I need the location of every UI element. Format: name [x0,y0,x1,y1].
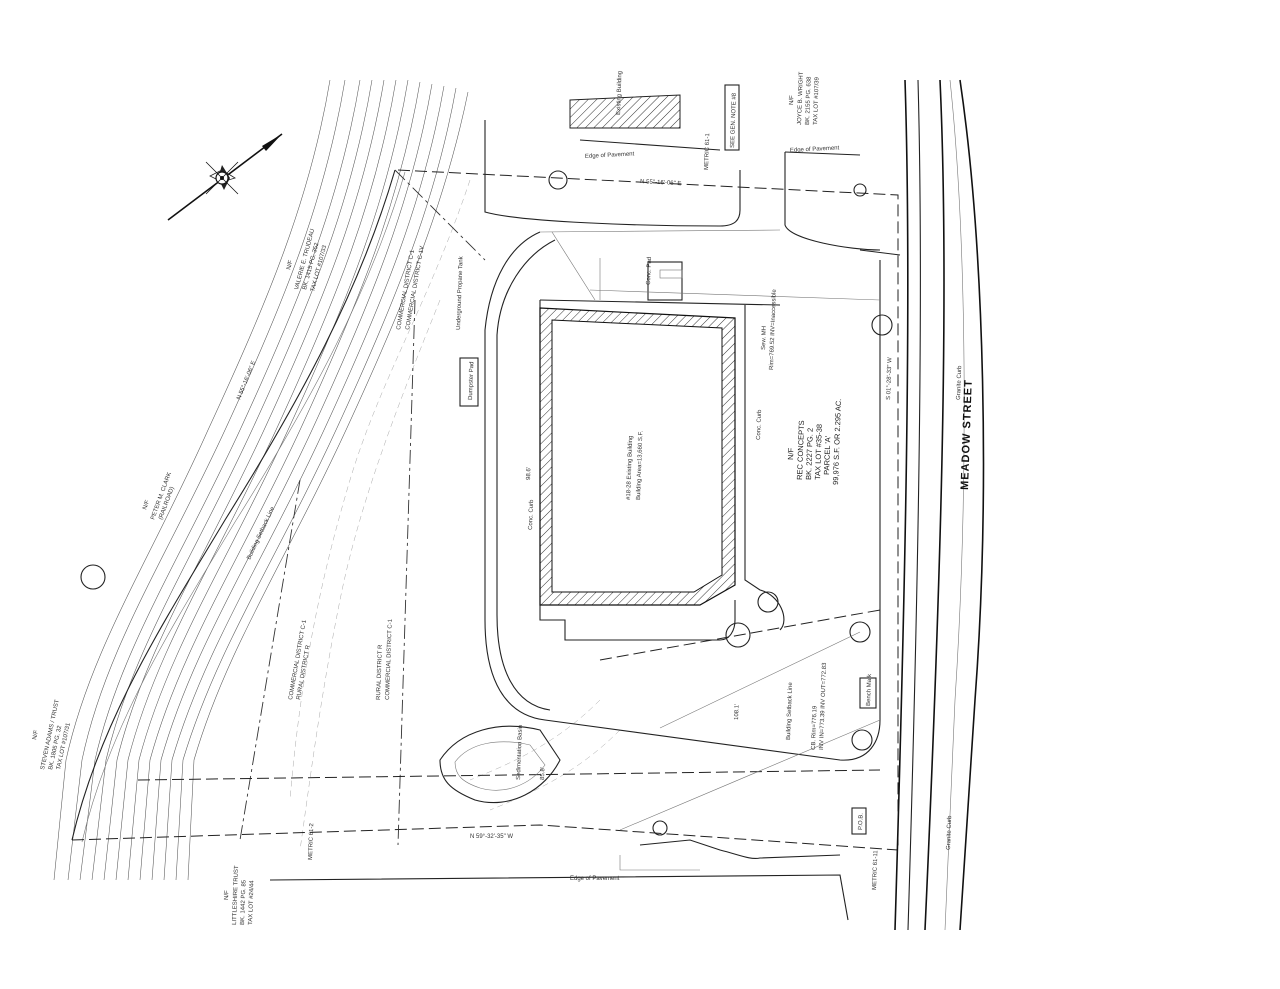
bottom-owner-name: LITTLESHIRE TRUST [232,865,240,925]
pads [459,84,877,835]
conc-curb-label: Conc. Curb [528,499,535,530]
metric-label-2: METRIC 61-2 [308,823,315,861]
existing-building-top-label: Existing Building [616,71,624,115]
top-owner-block: N/F JOYCE B. WRIGHT BK. 2155 PG. 638 TAX… [789,71,821,125]
main-owner-tax-lot: TAX LOT #35-38 [813,424,824,480]
main-owner-name: REC CONCEPTS [795,420,806,480]
bench-mark-label: Bench Mark [866,673,873,706]
sedimentation-basin-label: Sedimentation Basin [516,725,524,780]
main-owner-nf: N/F [786,447,795,460]
bottom-owner-nf: N/F [224,890,230,900]
top-owner-book: BK. 2155 PG. 638 [805,76,813,125]
cb-label: CB. Rim=776.19 [811,705,819,750]
pob-label: P.O.B. [858,813,865,830]
main-building [539,307,736,606]
main-owner-book: BK. 2227 PG. 2 [804,428,815,480]
building-setback-label: Building Setback Line [246,505,276,560]
left-owner-1-nf: N/F [286,259,294,270]
building-label: #18-28 Existing Building [626,436,634,501]
main-owner-block: N/F REC CONCEPTS BK. 2227 PG. 2 TAX LOT … [786,398,843,485]
sewer-lines [551,231,881,831]
manholes [80,170,893,836]
district-label-4: COMMERCIAL DISTRICT C-1 [385,618,394,700]
conc-curb-label-2: Conc. Curb [756,409,763,440]
sewer-mh-label: Sew. MH [761,326,768,350]
dimension-2: 98.6' [526,467,532,480]
metric-label-1: METRIC 61-1 [704,133,711,171]
top-owner-tax-lot: TAX LOT #107/39 [813,76,821,125]
main-owner-parcel: PARCEL 'A' [822,435,832,475]
bottom-owner-block: N/F LITTLESHIRE TRUST BK. 1442 PG. 85 TA… [224,865,256,925]
underground-propane-label: Underground Propane Tank [456,255,465,330]
main-owner-area: 99,976 S.F. OR 2.295 AC. [831,398,843,485]
top-owner-name: JOYCE B. WRIGHT [797,71,805,125]
bottom-owner-tax-lot: TAX LOT #24/44 [248,880,256,925]
bearing-1: N 55°-16'-06" E [640,179,682,187]
parking-area [484,229,901,761]
edge-of-pavement-label-3: Edge of Pavement [570,876,620,882]
granite-curb-label: Granite Curb [956,365,963,400]
granite-curb-label-2: Granite Curb [946,815,953,850]
edge-of-pavement-label-2: Edge of Pavement [790,145,840,154]
left-owner-2-nf: N/F [142,499,151,510]
top-owner-nf: N/F [789,95,795,105]
sewer-mh-detail: Rim=769.52 INV=Inaccessible [769,289,778,371]
slope-contours [53,79,621,881]
district-label-3: RURAL DISTRICT R [376,644,384,700]
dimension-1: 108.1' [734,704,741,720]
left-owner-2-block: N/F PETER M. CLARK (RAILROAD) [142,472,175,521]
meadow-street-road [894,79,985,931]
building-setback-label-2: Building Setback Line [786,682,794,741]
street-name-label: MEADOW STREET [959,379,975,490]
metric-label-3: METRIC 61-11 [872,850,879,890]
bottom-owner-book: BK. 1442 PG. 85 [240,879,248,925]
property-boundary [71,169,899,851]
district-lines [137,299,881,846]
inv-label: INV IN=773.39 INV OUT=772.83 [819,662,828,750]
edge-of-pavement-bottom [269,839,849,921]
left-owner-3-nf: N/F [32,729,40,740]
dimension-3: 85.8' [540,767,546,780]
gen-note-label: SEE GEN. NOTE #8 [730,92,738,148]
bearing-3: S 01°-28'-33" W [886,357,893,400]
sedimentation-basin [439,725,561,804]
conc-pad-label: Conc. Pad [646,257,653,285]
edge-of-pavement-label: Edge of Pavement [585,151,635,160]
bearing-4: N 55°-16'-06" E [236,360,257,401]
dumpster-pad-label: Dumpster Pad [468,362,475,401]
bearing-2: N 59°-32'-35" W [470,834,513,840]
left-owner-1-block: N/F VALERIE E. TRUDEAU BK. 1415 PG. 352 … [286,228,328,292]
railroad-line [71,169,406,843]
edge-of-pavement-top [484,120,881,251]
north-arrow-icon [167,133,283,221]
existing-building-top [569,94,681,129]
building-area-label: Building Area=13,660 S.F. [636,430,644,500]
